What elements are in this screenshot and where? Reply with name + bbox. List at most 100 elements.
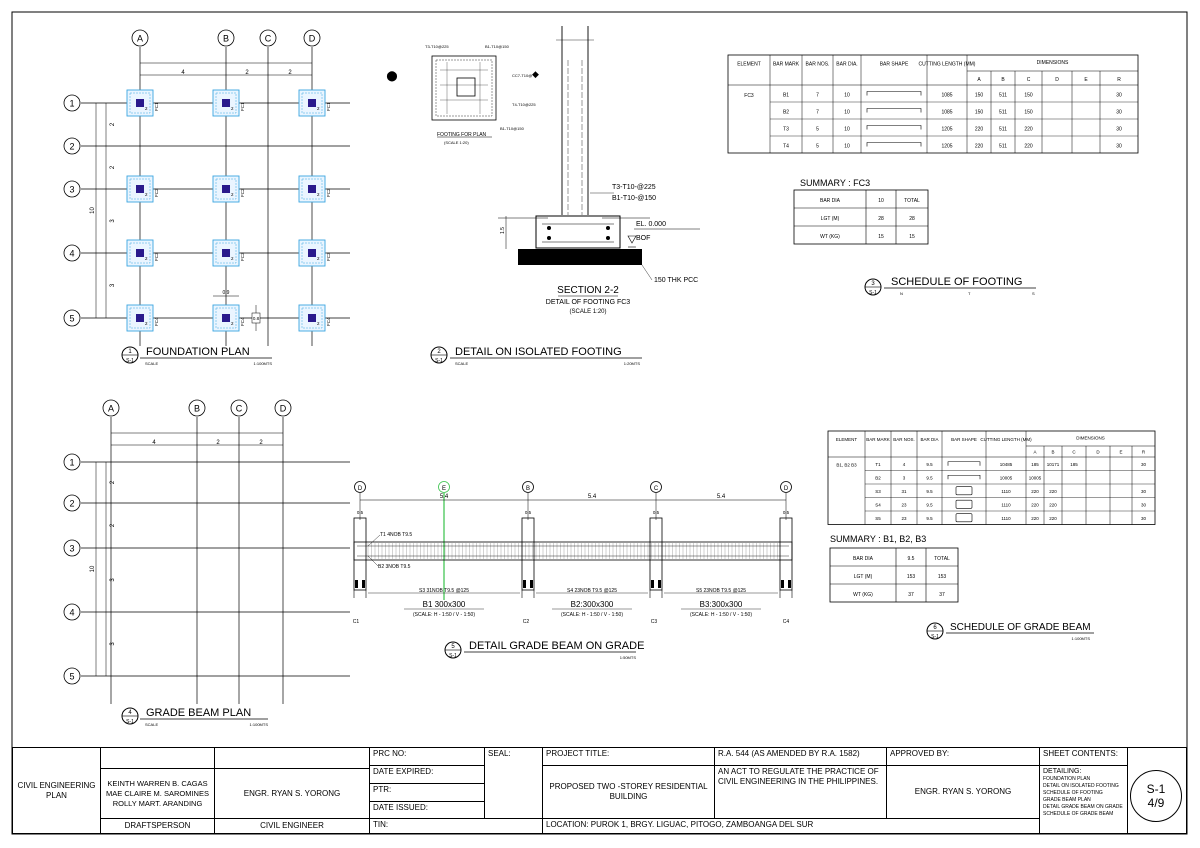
dimension-text: 2 (288, 70, 292, 76)
table-cell: 30 (1116, 110, 1122, 116)
table-cell: 10 (844, 93, 850, 99)
table-cell: 185 (1031, 462, 1039, 467)
table-header: BAR NOS. (893, 437, 915, 442)
dimension-text: 10 (90, 565, 96, 572)
grid-bubble (63, 94, 81, 112)
grid-label: D (784, 486, 789, 492)
column-stub (779, 517, 793, 591)
grid-bubble (650, 481, 662, 493)
dimension-text: 2 (216, 440, 220, 446)
table-cell: 150 (975, 110, 984, 116)
grid-bubble (522, 481, 534, 493)
table-cell: 9.5 (926, 489, 933, 494)
table-cell: B2 (783, 110, 789, 116)
table-header: ELEMENT (737, 61, 761, 67)
grid-bubble (63, 539, 81, 557)
grade-beam-detail-title: 5 S-1 DETAIL GRADE BEAM ON GRADE 1:50MTS (444, 640, 644, 660)
svg-text:S-1: S-1 (435, 358, 443, 364)
table-cell: 7 (816, 93, 819, 99)
ptr: PTR: (370, 784, 485, 802)
footing-mark: FC4 (154, 317, 159, 326)
column-stub (521, 517, 535, 591)
footing-rebar (301, 307, 323, 329)
grid-bubble (63, 453, 81, 471)
svg-text:SCALE: SCALE (145, 361, 158, 366)
table-cell: 1110 (1001, 503, 1011, 508)
svg-text:TOTAL: TOTAL (904, 198, 920, 204)
table-cell: 30 (1141, 503, 1147, 508)
table-cell: 23 (901, 516, 907, 521)
ra-reference: R.A. 544 (AS AMENDED BY R.A. 1582) (715, 748, 887, 766)
footing-rebar (301, 92, 323, 114)
table-header: R (1117, 77, 1121, 83)
svg-text:37: 37 (908, 592, 914, 598)
table-cell: 1110 (1001, 516, 1011, 521)
svg-text:S: S (1032, 291, 1035, 296)
svg-text:WT (KG): WT (KG) (820, 234, 840, 240)
grid-bubble (102, 399, 120, 417)
footing-mark: FC3 (326, 252, 331, 261)
dimension-text: 3 (110, 219, 116, 223)
svg-text:28: 28 (909, 216, 915, 222)
dimension-text: 2 (110, 165, 116, 169)
grid-label: D (358, 486, 363, 492)
svg-text:T3-T10-@225: T3-T10-@225 (612, 184, 656, 191)
table-cell: 150 (1024, 110, 1033, 116)
dimension-text: 5.4 (717, 494, 726, 500)
table-header: DIMENSIONS (1037, 60, 1069, 66)
table-cell: 511 (999, 127, 1007, 133)
footing-rebar (129, 307, 151, 329)
grade-beam-plan-title: 4 S-1 GRADE BEAM PLAN SCALE 1:100MTS (121, 707, 268, 727)
table-header: E (1084, 77, 1088, 83)
section-cut-mark: 2 (317, 321, 320, 326)
dimension-text: 3 (110, 642, 116, 646)
column-marker (308, 185, 316, 193)
dimension-text: 2 (245, 70, 249, 76)
column-stub (649, 517, 663, 591)
table-cell: 511 (999, 144, 1007, 150)
column-bar (355, 580, 358, 588)
column-marker (136, 185, 144, 193)
svg-text:153: 153 (907, 574, 916, 580)
svg-text:4: 4 (128, 710, 132, 716)
draftsperson-names: KEINTH WARREN B. CAGAS MAE CLAIRE M. SAR… (101, 769, 215, 819)
bar-shape (866, 142, 922, 147)
footing-summary: SUMMARY : FC3 BAR DIA 10 TOTAL LGT (M) 2… (793, 178, 929, 245)
svg-text:SUMMARY : FC3: SUMMARY : FC3 (800, 178, 870, 188)
table-border (827, 430, 1156, 525)
dimension-text: 5.4 (588, 494, 597, 500)
dimension-text: 2 (110, 523, 116, 527)
table-cell: 1205 (941, 127, 952, 133)
table-cell: 4 (903, 462, 906, 467)
section-cut-mark: 2 (317, 256, 320, 261)
beam-name: B1 300x300 (423, 600, 466, 609)
table-cell: 1085 (941, 110, 952, 116)
table-cell: 220 (1049, 503, 1057, 508)
foundation-plan-title: 1 S-1 FOUNDATION PLAN SCALE 1:100MTS (121, 346, 272, 366)
table-cell: S5 (875, 516, 881, 521)
table-cell: 23 (901, 503, 907, 508)
table-cell: 9.5 (926, 516, 933, 521)
table-cell: 10 (844, 110, 850, 116)
approved-by: ENGR. RYAN S. YORONG (887, 766, 1040, 819)
table-cell: 185 (1070, 462, 1078, 467)
table-header: CUTTING LENGTH (MM) (919, 61, 976, 67)
dimension-box (251, 312, 261, 324)
schedule-footing-label: SCHEDULE OF FOOTING (891, 276, 1022, 288)
grid-bubble (303, 29, 321, 47)
sheet-border (11, 11, 1188, 835)
svg-text:BAR DIA: BAR DIA (853, 556, 874, 562)
svg-text:EL. 0.000: EL. 0.000 (636, 221, 666, 228)
engineer-label: CIVIL ENGINEER (215, 819, 370, 834)
project-location: LOCATION: PUROK 1, BRGY. LIGUAC, PITOGO,… (543, 819, 1040, 834)
column-bar (523, 580, 526, 588)
grid-bubble (63, 494, 81, 512)
footing-mark: FC4 (240, 317, 245, 326)
table-cell: 220 (1049, 516, 1057, 521)
svg-text:SUMMARY : B1, B2, B3: SUMMARY : B1, B2, B3 (830, 534, 926, 544)
footing-mark: FC1 (240, 102, 245, 111)
leader (367, 555, 379, 567)
table-border (727, 54, 1139, 154)
